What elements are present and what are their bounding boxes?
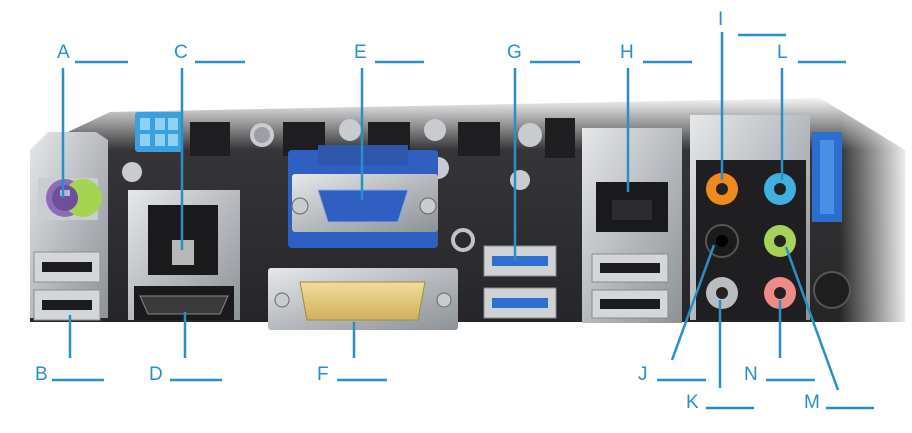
- label-E: E: [354, 42, 367, 63]
- usb2-ports-left: [33, 251, 101, 321]
- label-G: G: [507, 42, 522, 63]
- label-F: F: [317, 364, 329, 385]
- board-components: [122, 112, 851, 309]
- label-K: K: [686, 392, 699, 413]
- motherboard-pcb: [30, 98, 905, 322]
- label-B: B: [35, 364, 48, 385]
- label-H: H: [620, 42, 634, 63]
- label-L: L: [777, 42, 788, 63]
- callout-lines: [52, 32, 874, 410]
- usb3-ports: [483, 245, 557, 319]
- label-C: C: [174, 42, 188, 63]
- label-A: A: [57, 42, 70, 63]
- label-D: D: [149, 364, 163, 385]
- label-J: J: [638, 364, 648, 385]
- audio-jack-block: [690, 115, 810, 320]
- label-I: I: [718, 9, 724, 30]
- ethernet-port: [582, 128, 682, 323]
- label-M: M: [804, 392, 820, 413]
- label-N: N: [744, 364, 758, 385]
- dvi-port: [268, 268, 458, 330]
